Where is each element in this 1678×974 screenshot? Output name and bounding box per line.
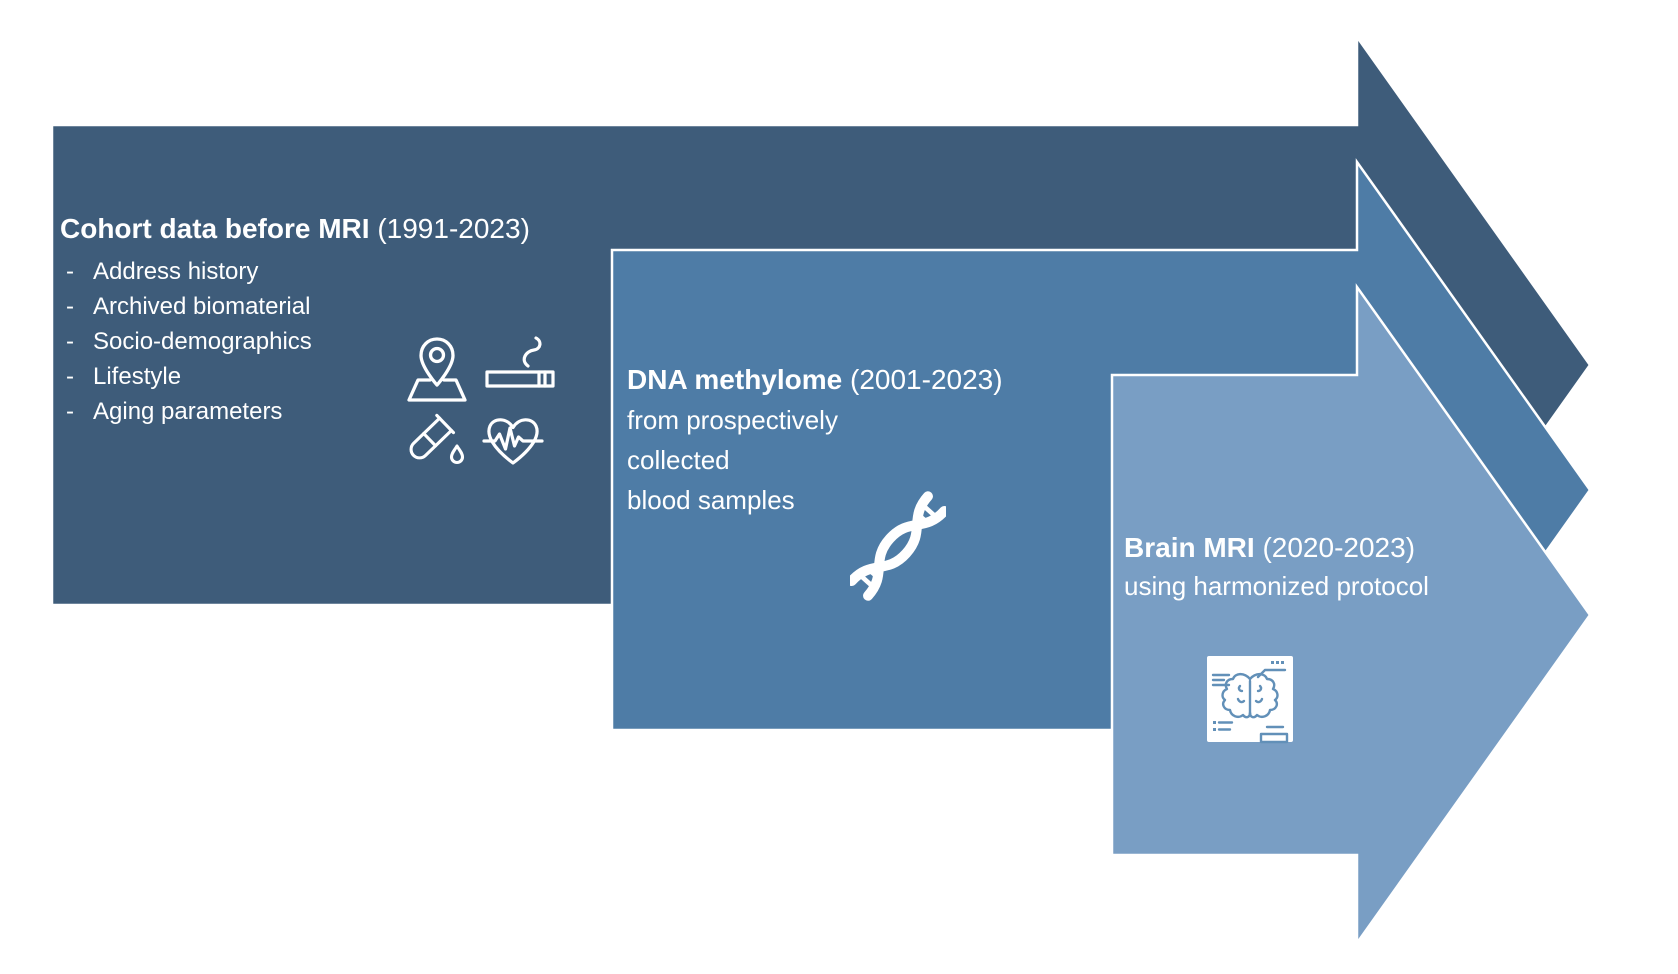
cohort-title: Cohort data before MRI (1991-2023) [60,210,530,248]
mri-title: Brain MRI (2020-2023) [1124,529,1429,567]
list-item: -Socio-demographics [60,324,530,359]
mri-text-block: Brain MRI (2020-2023) using harmonized p… [1124,529,1429,605]
dna-helix-icon [850,485,946,607]
list-item-label: Socio-demographics [93,328,312,355]
list-item-label: Aging parameters [93,398,283,425]
list-dash: - [66,258,74,285]
cigarette-icon [484,336,556,390]
dna-line: blood samples [627,485,795,515]
dna-text-block: DNA methylome (2001-2023) from prospecti… [627,360,1003,520]
list-item-label: Lifestyle [93,363,182,390]
list-item: -Aging parameters [60,394,530,429]
list-dash: - [66,328,74,355]
cohort-title-years: (1991-2023) [369,213,530,244]
heart-ecg-icon [482,414,544,468]
brain-scan-icon [1205,653,1295,745]
list-dash: - [66,398,74,425]
list-item-label: Archived biomaterial [93,293,311,320]
list-item: -Address history [60,254,530,289]
cohort-title-bold: Cohort data before MRI [60,213,370,244]
dna-line: from prospectively [627,405,838,435]
list-item: -Archived biomaterial [60,289,530,324]
dna-title-years: (2001-2023) [842,364,1003,395]
list-dash: - [66,363,74,390]
cohort-bullet-list: -Address history -Archived biomaterial -… [60,254,530,429]
dna-title: DNA methylome (2001-2023) [627,360,1003,400]
mri-line: using harmonized protocol [1124,571,1429,601]
mri-title-bold: Brain MRI [1124,532,1255,563]
list-dash: - [66,293,74,320]
list-item: -Lifestyle [60,359,530,394]
location-pin-icon [402,336,472,404]
mri-title-years: (2020-2023) [1254,532,1416,563]
test-tube-icon [404,410,470,468]
cohort-text-block: Cohort data before MRI (1991-2023) -Addr… [60,210,530,429]
dna-line: collected [627,445,730,475]
arrow-shape-mri [1110,283,1592,947]
dna-title-bold: DNA methylome [627,364,843,395]
list-item-label: Address history [93,258,259,285]
